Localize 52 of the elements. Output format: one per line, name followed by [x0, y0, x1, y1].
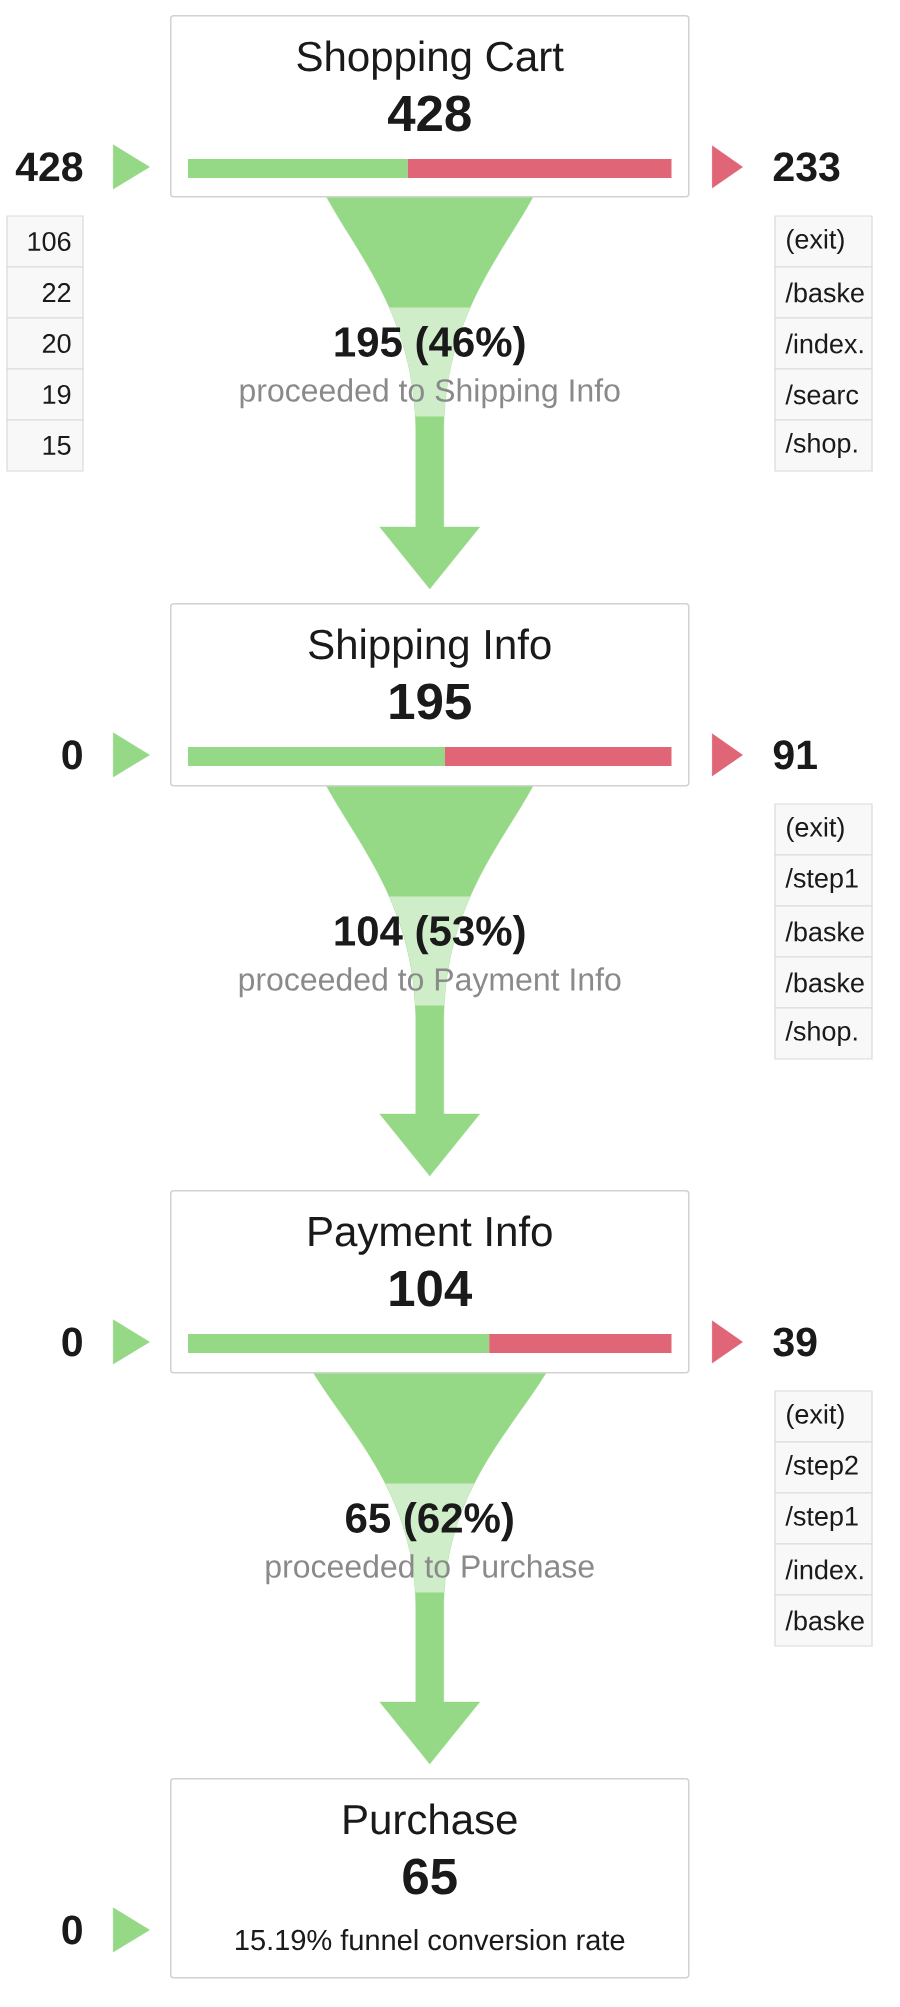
table-cell: /step1	[774, 854, 873, 907]
step-title: Purchase	[344, 1803, 517, 1835]
step-title: Shopping Cart	[297, 40, 564, 80]
table-cell: 106	[6, 215, 84, 268]
conversion-rate-text: 15.19% funnel conversion rate	[236, 1929, 625, 1951]
table-cell: 20	[6, 317, 84, 370]
table-cell: /step2	[774, 1441, 873, 1494]
triangle-arrow	[112, 1907, 150, 1953]
funnel-arrow	[326, 786, 533, 1177]
triangle-arrow	[711, 1320, 743, 1364]
exit-count: 91	[773, 740, 817, 770]
table-cell: /index.	[774, 1543, 873, 1596]
table-cell: /step1	[774, 1492, 873, 1545]
table-cell: (exit)	[774, 215, 873, 268]
exit-count: 39	[773, 1327, 817, 1357]
entrance-count: 428	[15, 152, 83, 182]
entrance-count: 0	[62, 1327, 82, 1357]
step-title: Payment Info	[309, 1215, 552, 1255]
table-cell: /baske	[774, 266, 873, 319]
table-cell: (exit)	[774, 803, 873, 856]
step-count: 428	[388, 95, 471, 132]
table-cell: 19	[6, 368, 84, 421]
table-cell: (exit)	[774, 1390, 873, 1443]
step-title: Shipping Info	[309, 628, 551, 668]
exit-count: 233	[773, 152, 840, 182]
edge-label: 104 (53%)	[335, 915, 525, 955]
table-cell: /index.	[774, 317, 873, 370]
funnel-caption: proceeded to Shipping Info	[240, 378, 620, 409]
funnel-caption: proceeded to Purchase	[266, 1554, 594, 1585]
edge-label: 65 (62%)	[346, 1502, 513, 1542]
step-count: 104	[390, 1270, 472, 1307]
entrance-count: 0	[62, 1915, 82, 1945]
edge-label: 195 (46%)	[335, 326, 525, 366]
table-cell: /shop.	[774, 1007, 873, 1060]
entrance-count: 0	[62, 740, 82, 770]
triangle-arrow	[711, 733, 743, 777]
table-cell: /shop.	[774, 419, 873, 472]
table-cell: /baske	[774, 905, 873, 958]
table-cell: /baske	[774, 956, 873, 1009]
step-count: 65	[403, 1858, 457, 1895]
table-cell: /baske	[774, 1594, 873, 1647]
step-count: 195	[390, 683, 471, 720]
triangle-arrow	[711, 145, 743, 189]
funnel-caption: proceeded to Payment Info	[239, 967, 621, 998]
table-cell: 22	[6, 266, 84, 319]
triangle-arrow	[112, 144, 150, 190]
table-cell: /searc	[774, 368, 873, 421]
triangle-arrow	[112, 1319, 150, 1365]
triangle-arrow	[112, 732, 150, 778]
table-cell: 15	[6, 419, 84, 472]
funnel-arrow	[313, 1373, 546, 1765]
funnel-arrow	[326, 197, 533, 590]
